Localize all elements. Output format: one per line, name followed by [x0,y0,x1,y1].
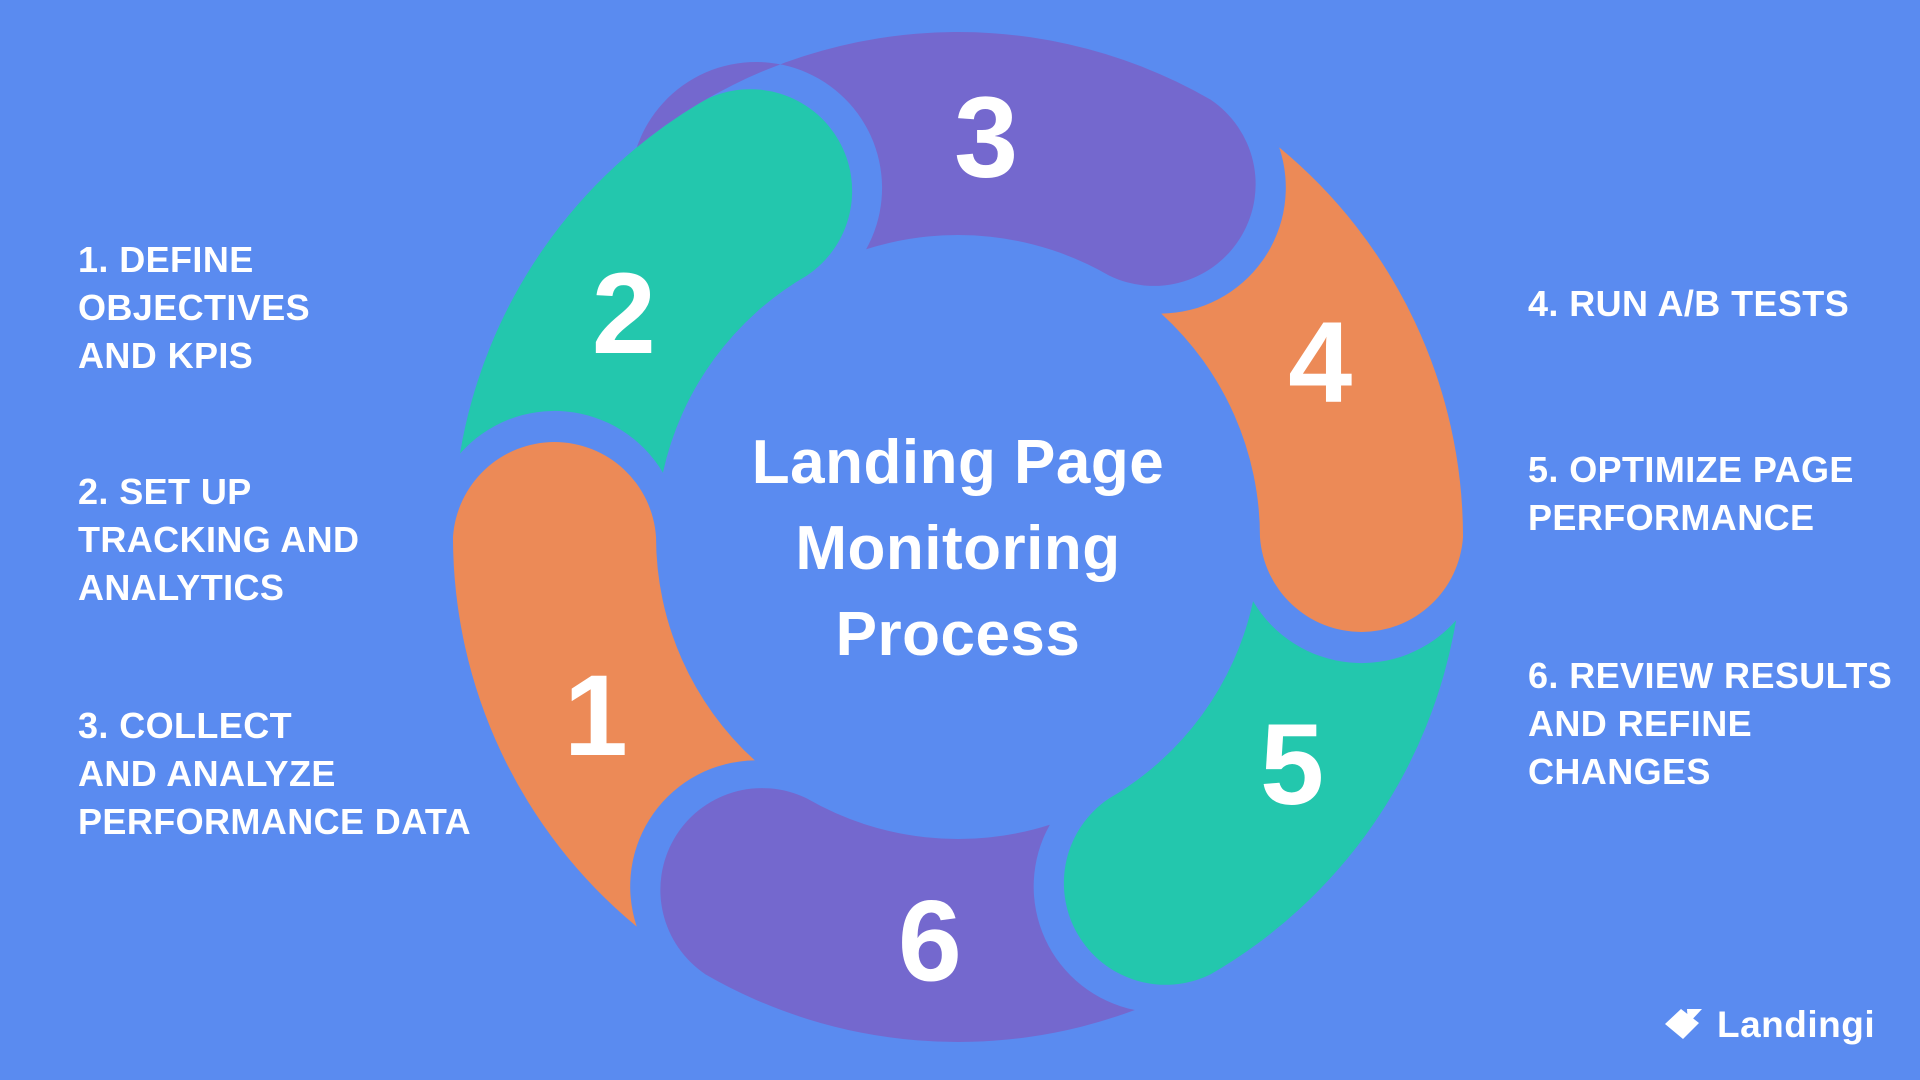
step-label-3: 3. COLLECT AND ANALYZE PERFORMANCE DATA [78,702,471,846]
cycle-segment-6 [660,788,1135,1042]
step-label-line: AND KPIS [78,335,254,376]
segment-number-4: 4 [1288,299,1352,427]
step-label-6: 6. REVIEW RESULTS AND REFINE CHANGES [1528,652,1892,796]
step-label-line: 2. SET UP [78,471,252,512]
segment-number-5: 5 [1260,701,1324,829]
segment-number-2: 2 [592,250,656,378]
step-label-line: 6. REVIEW RESULTS [1528,655,1893,696]
diagram-title-line: Process [835,600,1081,669]
step-label-line: 5. OPTIMIZE PAGE [1528,449,1854,490]
step-label-line: 3. COLLECT [78,705,293,746]
cycle-segment-1 [452,442,755,927]
diagram-title: Landing Page Monitoring Process [578,420,1338,678]
step-label-5: 5. OPTIMIZE PAGE PERFORMANCE [1528,446,1854,542]
step-label-line: 1. DEFINE [78,239,254,280]
cycle-segment-2 [459,89,853,473]
segment-number-1: 1 [564,652,628,780]
step-label-1: 1. DEFINE OBJECTIVES AND KPIS [78,236,310,380]
step-label-line: AND ANALYZE [78,753,336,794]
cycle-segment-4 [1161,147,1464,632]
logo-text: Landingi [1717,1004,1876,1045]
diagram-title-line: Monitoring [795,514,1121,583]
step-label-line: AND REFINE [1528,703,1753,744]
segment-number-3: 3 [954,73,1018,201]
step-label-line: CHANGES [1528,751,1711,792]
cycle-segment-5 [1063,601,1457,985]
cycle-segment-3 [636,32,1256,286]
step-label-line: PERFORMANCE DATA [78,801,472,842]
step-label-line: ANALYTICS [78,567,285,608]
step-label-line: TRACKING AND [78,519,360,560]
step-label-line: PERFORMANCE [1528,497,1815,538]
step-label-2: 2. SET UP TRACKING AND ANALYTICS [78,468,359,612]
diagram-title-line: Landing Page [751,428,1165,497]
landingi-logo: Landingi [1658,1004,1875,1046]
step-label-4: 4. RUN A/B TESTS [1528,280,1849,328]
step-label-line: 4. RUN A/B TESTS [1528,283,1850,324]
step-label-line: OBJECTIVES [78,287,311,328]
segment-number-6: 6 [898,877,962,1005]
landingi-diamond-icon [1665,1008,1702,1039]
